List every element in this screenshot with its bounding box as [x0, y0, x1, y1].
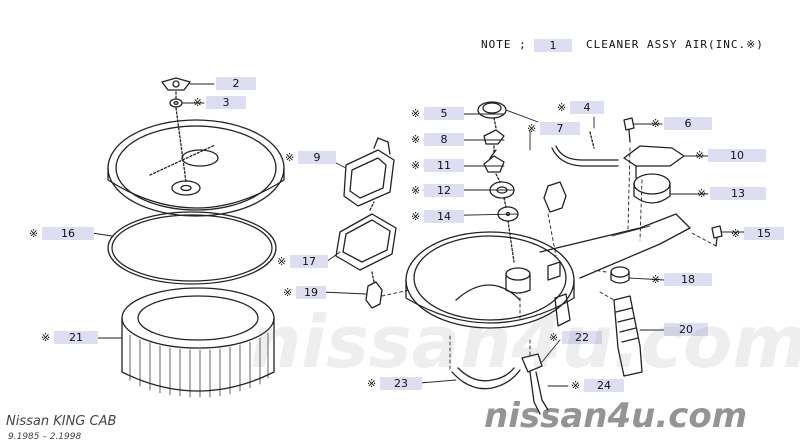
callout-14[interactable]: 14	[424, 210, 464, 223]
callout-star-15: ※	[731, 227, 741, 240]
assembly-lines	[381, 147, 717, 373]
callout-star-19: ※	[283, 286, 293, 299]
callout-star-16: ※	[29, 227, 39, 240]
callout-star-17: ※	[277, 255, 287, 268]
bracket-9	[343, 137, 395, 207]
cap-7	[543, 181, 567, 213]
callout-22[interactable]: 22	[562, 331, 602, 344]
watermark-main: nissan4u.com	[250, 300, 800, 384]
model-years: 9.1985 – 2.1998	[8, 432, 82, 442]
callout-star-10: ※	[695, 149, 705, 162]
callout-10[interactable]: 10	[708, 149, 766, 162]
washer	[169, 98, 183, 108]
callout-star-23: ※	[367, 377, 377, 390]
wing-nut	[161, 77, 191, 91]
callout-star-4: ※	[557, 101, 567, 114]
callout-star-3: ※	[193, 96, 203, 109]
callout-9[interactable]: 9	[298, 151, 336, 164]
note-prefix: NOTE ;	[481, 38, 527, 51]
callout-star-6: ※	[651, 117, 661, 130]
air-cleaner-lid	[107, 119, 285, 217]
callout-21[interactable]: 21	[54, 331, 98, 344]
callout-star-13: ※	[697, 187, 707, 200]
callout-7[interactable]: 7	[540, 122, 580, 135]
watermark-corner: nissan4u.com	[484, 396, 748, 436]
callout-star-7: ※	[527, 122, 537, 135]
callout-12[interactable]: 12	[424, 184, 464, 197]
note-text: CLEANER ASSY AIR(INC.※)	[586, 38, 764, 51]
callout-11[interactable]: 11	[424, 159, 464, 172]
fitting-22	[521, 353, 543, 373]
filter-element	[121, 287, 275, 398]
clip-19	[365, 281, 383, 309]
callout-star-18: ※	[651, 273, 661, 286]
callout-6[interactable]: 6	[664, 117, 712, 130]
callout-8[interactable]: 8	[424, 133, 464, 146]
air-cleaner-housing	[405, 213, 691, 329]
callout-star-11: ※	[411, 159, 421, 172]
duct-20	[613, 295, 643, 377]
callout-2[interactable]: 2	[216, 77, 256, 90]
note-ref-badge[interactable]: 1	[534, 39, 572, 52]
callout-16[interactable]: 16	[42, 227, 94, 240]
callout-5[interactable]: 5	[424, 107, 464, 120]
callout-24[interactable]: 24	[584, 379, 624, 392]
callout-13[interactable]: 13	[710, 187, 766, 200]
note-line: NOTE ;	[481, 38, 527, 52]
bracket-10	[623, 145, 685, 179]
callout-star-8: ※	[411, 133, 421, 146]
callout-4[interactable]: 4	[570, 101, 604, 114]
callout-star-5: ※	[411, 107, 421, 120]
callout-20[interactable]: 20	[664, 323, 708, 336]
callout-23[interactable]: 23	[380, 377, 422, 390]
screw-15	[711, 225, 723, 247]
callout-star-24: ※	[571, 379, 581, 392]
callout-star-22: ※	[549, 331, 559, 344]
gasket-ring	[107, 211, 277, 285]
hose-4	[551, 131, 619, 167]
callout-star-9: ※	[285, 151, 295, 164]
callout-17[interactable]: 17	[290, 255, 328, 268]
model-name: Nissan KING CAB	[6, 414, 117, 429]
grommet-18	[610, 266, 630, 284]
callout-star-12: ※	[411, 184, 421, 197]
hoses-23-24	[451, 367, 549, 415]
valve-13	[633, 173, 671, 204]
callout-15[interactable]: 15	[744, 227, 784, 240]
bolt-6	[623, 117, 635, 143]
callout-18[interactable]: 18	[664, 273, 712, 286]
callout-19[interactable]: 19	[296, 286, 326, 299]
callout-star-14: ※	[411, 210, 421, 223]
callout-star-21: ※	[41, 331, 51, 344]
gasket-17	[335, 213, 397, 271]
callout-3[interactable]: 3	[206, 96, 246, 109]
